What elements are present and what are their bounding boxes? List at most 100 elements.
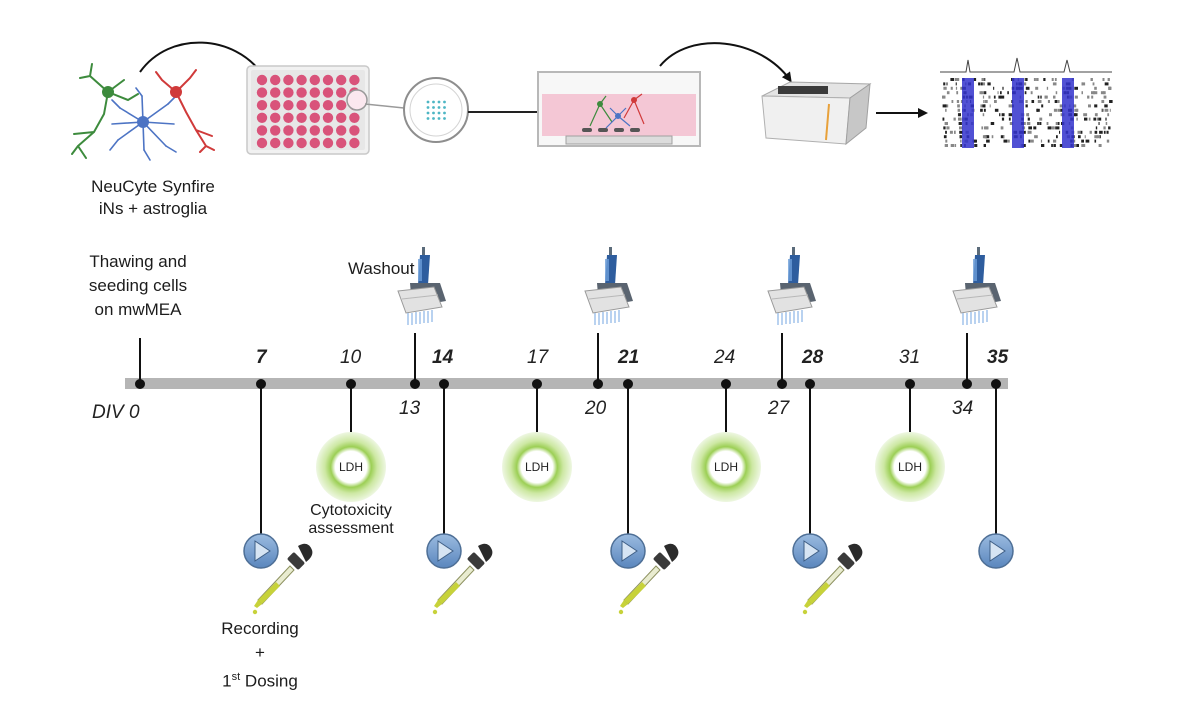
svg-text:LDH: LDH <box>525 460 549 474</box>
plate-well <box>336 100 347 111</box>
pipette-icon <box>584 246 634 326</box>
ldh-assay-icon: LDH <box>875 432 945 502</box>
cells-caption-line1: NeuCyte Synfire <box>91 177 215 196</box>
plate-well <box>270 74 281 86</box>
timeline <box>125 333 1008 535</box>
day-label-31: 31 <box>899 347 921 368</box>
plate-well <box>283 100 294 111</box>
timeline-node <box>721 379 731 389</box>
plate-well <box>296 112 307 124</box>
day-label-28: 28 <box>802 347 824 368</box>
plate-well <box>256 125 268 136</box>
timeline-node <box>805 379 815 389</box>
plate-well <box>283 112 294 124</box>
recording-line3-sup: st <box>231 671 241 683</box>
plate-well <box>256 74 268 86</box>
plate-well <box>309 137 320 149</box>
start-caption-line1: Thawing and <box>89 252 187 271</box>
cells-caption-line2: iNs + astroglia <box>98 199 208 218</box>
day-label-17: 17 <box>527 347 549 368</box>
timeline-node <box>593 379 603 389</box>
plate-well <box>309 87 320 98</box>
svg-text:LDH: LDH <box>714 460 738 474</box>
day-label-27: 27 <box>768 398 790 419</box>
plate-well <box>309 112 320 124</box>
plate-well <box>336 74 347 86</box>
start-caption-line3: on mwMEA <box>94 300 182 319</box>
plate-well <box>336 87 347 98</box>
recording-caption: Recording + 1st Dosing <box>200 617 320 694</box>
raster-plot <box>938 57 1113 150</box>
recording-icon <box>426 533 462 569</box>
recording-line3-rest: Dosing <box>240 671 298 691</box>
plate-well <box>270 87 281 98</box>
timeline-node <box>532 379 542 389</box>
recording-icon <box>243 533 279 569</box>
arrow-cells-to-plate <box>139 41 264 77</box>
plate-well <box>322 137 334 149</box>
cytotoxicity-line1: Cytotoxicity <box>310 502 392 519</box>
recording-line3-main: 1 <box>222 671 232 691</box>
timeline-node <box>410 379 420 389</box>
timeline-node <box>346 379 356 389</box>
plate-well <box>296 100 307 111</box>
neurons-illustration <box>71 63 215 161</box>
plate-well <box>296 87 307 98</box>
timeline-node <box>439 379 449 389</box>
day-label-13: 13 <box>399 398 421 419</box>
cells-caption: NeuCyte Synfire iNs + astroglia <box>78 176 228 220</box>
svg-text:LDH: LDH <box>898 460 922 474</box>
plate-well <box>322 100 334 111</box>
ldh-assay-icon: LDH <box>316 432 386 502</box>
plate-well <box>309 125 320 136</box>
plate-well <box>256 112 268 124</box>
cytotoxicity-line2: assessment <box>308 520 394 537</box>
plate-well <box>336 112 347 124</box>
magnifier <box>346 77 469 143</box>
plate-well <box>322 125 334 136</box>
day-label-24: 24 <box>714 347 736 368</box>
timeline-node <box>991 379 1001 389</box>
svg-text:LDH: LDH <box>339 460 363 474</box>
timeline-node <box>135 379 145 389</box>
plate-well <box>322 87 334 98</box>
recording-icon <box>978 533 1014 569</box>
start-day-label: DIV 0 <box>92 402 140 423</box>
pipette-icon <box>767 246 817 326</box>
arrow-dish-to-reader <box>659 42 792 83</box>
recording-line3: 1st Dosing <box>200 665 320 694</box>
plate-well <box>336 125 347 136</box>
plate-well <box>270 125 281 136</box>
day-label-35: 35 <box>987 347 1009 368</box>
recording-icon <box>792 533 828 569</box>
washout-label: Washout <box>348 259 415 278</box>
plate-well <box>322 112 334 124</box>
plate-well <box>296 125 307 136</box>
cytotoxicity-caption: Cytotoxicity assessment <box>296 502 406 538</box>
culture-dish <box>537 71 701 147</box>
recording-line2: + <box>255 643 265 662</box>
plate-well <box>256 137 268 149</box>
timeline-node <box>905 379 915 389</box>
plate-well <box>283 74 294 86</box>
day-label-10: 10 <box>340 347 362 368</box>
recording-icon <box>610 533 646 569</box>
plate-well <box>270 100 281 111</box>
day-label-20: 20 <box>585 398 607 419</box>
plate-well <box>349 74 360 86</box>
timeline-node <box>256 379 266 389</box>
plate-well <box>270 137 281 149</box>
plate-well <box>349 137 360 149</box>
plate-well <box>322 74 334 86</box>
start-caption: Thawing and seeding cells on mwMEA <box>70 250 206 322</box>
ldh-assay-icon: LDH <box>691 432 761 502</box>
plate-well <box>296 74 307 86</box>
plate-well <box>336 137 347 149</box>
plate-well <box>296 137 307 149</box>
plate-well <box>283 137 294 149</box>
pipette-icon <box>952 246 1002 326</box>
mea-plate <box>246 65 370 155</box>
plate-well <box>309 74 320 86</box>
day-label-14: 14 <box>432 347 454 368</box>
timeline-node <box>623 379 633 389</box>
